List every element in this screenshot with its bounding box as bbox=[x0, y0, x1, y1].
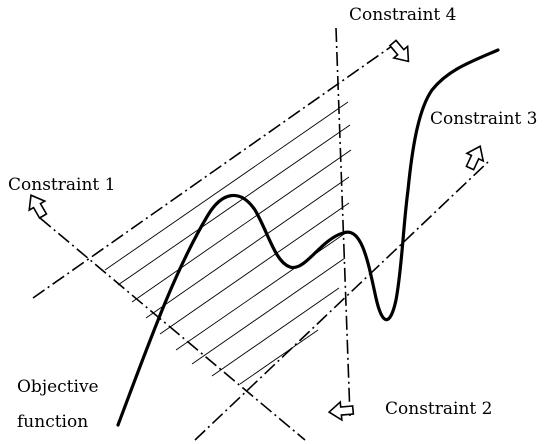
hollow-arrow-icon bbox=[465, 145, 485, 171]
hollow-arrow-icon bbox=[28, 194, 48, 220]
objective-label-line1: Objective bbox=[17, 377, 99, 397]
hatch-line bbox=[211, 287, 340, 377]
constraint-4-line bbox=[335, 27, 351, 417]
hatch-line bbox=[159, 202, 350, 335]
hatch-line bbox=[239, 329, 319, 385]
hatch-line bbox=[117, 124, 351, 286]
constraint-1-label: Constraint 1 bbox=[8, 175, 115, 195]
feasible-region-hatching bbox=[104, 101, 352, 385]
hollow-arrow-icon bbox=[388, 39, 410, 63]
objective-function-curve bbox=[116, 48, 500, 427]
hatch-line bbox=[104, 101, 349, 271]
objective-label-line2: function bbox=[17, 412, 88, 432]
hatch-line bbox=[191, 257, 346, 365]
constraint-3-line bbox=[32, 45, 393, 299]
hatch-line bbox=[175, 231, 348, 351]
constraint-4-label: Constraint 4 bbox=[349, 5, 456, 25]
hatch-line bbox=[145, 176, 350, 319]
constraint-1-line bbox=[39, 217, 306, 441]
hollow-arrow-icon bbox=[327, 400, 355, 422]
constraint-3-label: Constraint 3 bbox=[430, 109, 537, 129]
constraint-2-line bbox=[194, 161, 489, 441]
hatch-line bbox=[131, 149, 352, 303]
constraint-2-label: Constraint 2 bbox=[385, 399, 492, 419]
